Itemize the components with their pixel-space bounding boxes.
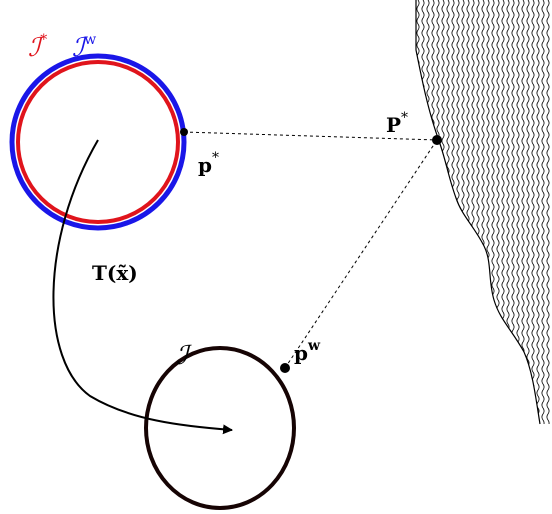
reference-image-circle bbox=[16, 60, 180, 224]
ray-p-star-to-P-star bbox=[183, 131, 438, 141]
point-P-star bbox=[432, 135, 442, 145]
surface-hatch-line bbox=[456, 0, 460, 424]
surface-hatch-line bbox=[451, 0, 455, 424]
warped-image-circle bbox=[9, 53, 187, 231]
surface-hatch-line bbox=[511, 0, 515, 424]
surface-hatch-line bbox=[496, 0, 500, 424]
surface-hatch-line bbox=[461, 0, 465, 424]
surface-hatch-line bbox=[506, 0, 510, 424]
surface-hatch-line bbox=[516, 0, 520, 424]
surface-hatch-line bbox=[431, 0, 435, 424]
surface-hatch-line bbox=[531, 0, 535, 424]
current-image-circle bbox=[144, 346, 296, 510]
surface-hatch-line bbox=[546, 0, 550, 424]
surface-hatch-line bbox=[426, 0, 430, 424]
surface-hatch-line bbox=[521, 0, 525, 424]
surface-hatch-line bbox=[486, 0, 490, 424]
surface-hatch-line bbox=[446, 0, 450, 424]
surface-hatch-line bbox=[491, 0, 495, 424]
scene-surface-boundary bbox=[415, 0, 541, 425]
surface-hatch-line bbox=[526, 0, 530, 424]
ray-pw-to-P-star bbox=[284, 139, 438, 369]
transform-arrow bbox=[52, 139, 233, 435]
label-P-star: P* bbox=[386, 110, 408, 137]
label-current-image: ℐ bbox=[176, 341, 192, 371]
surface-hatch-line bbox=[466, 0, 470, 424]
surface-hatch-line bbox=[476, 0, 480, 424]
point-p-star bbox=[180, 128, 188, 136]
point-pw bbox=[280, 363, 290, 373]
label-p-star: p* bbox=[198, 150, 219, 177]
label-transform: T(x̃) bbox=[92, 261, 138, 285]
surface-hatch-line bbox=[481, 0, 485, 424]
surface-hatch-line bbox=[541, 0, 545, 424]
surface-hatch-line bbox=[501, 0, 505, 424]
surface-hatch-line bbox=[421, 0, 425, 424]
surface-hatch-line bbox=[471, 0, 475, 424]
label-ref-image: ℐ* bbox=[28, 32, 47, 63]
surface-hatch-line bbox=[441, 0, 445, 424]
surface-hatch-line bbox=[536, 0, 540, 424]
surface-hatch-line bbox=[436, 0, 440, 424]
label-pw: pw bbox=[294, 338, 321, 365]
label-warped-image: ℐw bbox=[72, 32, 96, 63]
